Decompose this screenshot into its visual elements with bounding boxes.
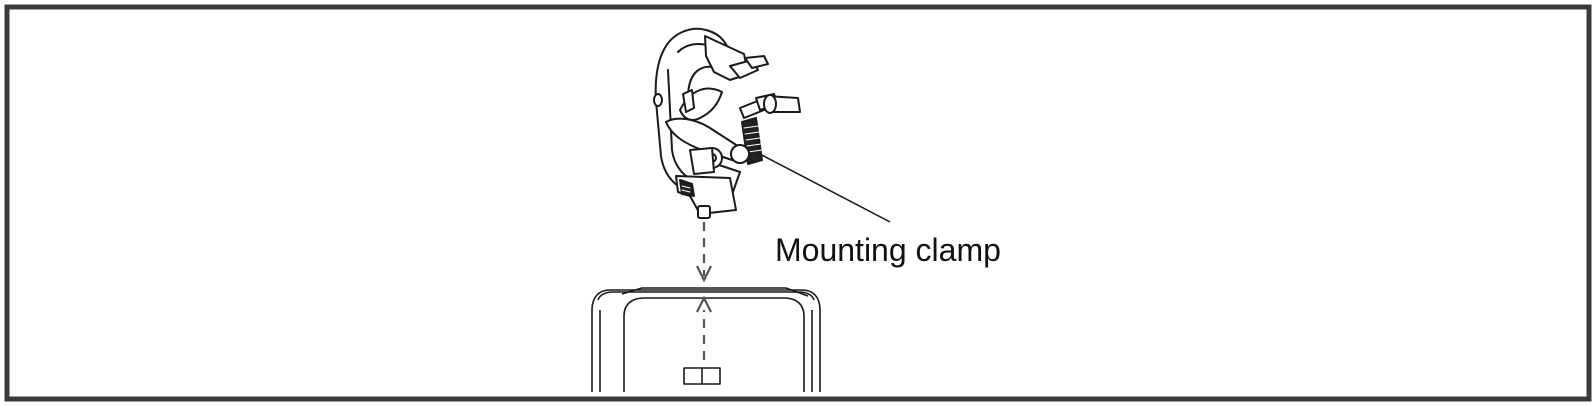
up-arrow-icon: [696, 295, 712, 360]
down-arrow-icon: [696, 222, 712, 283]
fixture-housing-icon: [591, 287, 821, 392]
callout-leader-line: [755, 151, 891, 223]
outer-border: [4, 4, 1592, 402]
mounting-clamp-icon: [653, 27, 801, 219]
callout-label: Mounting clamp: [775, 232, 1001, 268]
